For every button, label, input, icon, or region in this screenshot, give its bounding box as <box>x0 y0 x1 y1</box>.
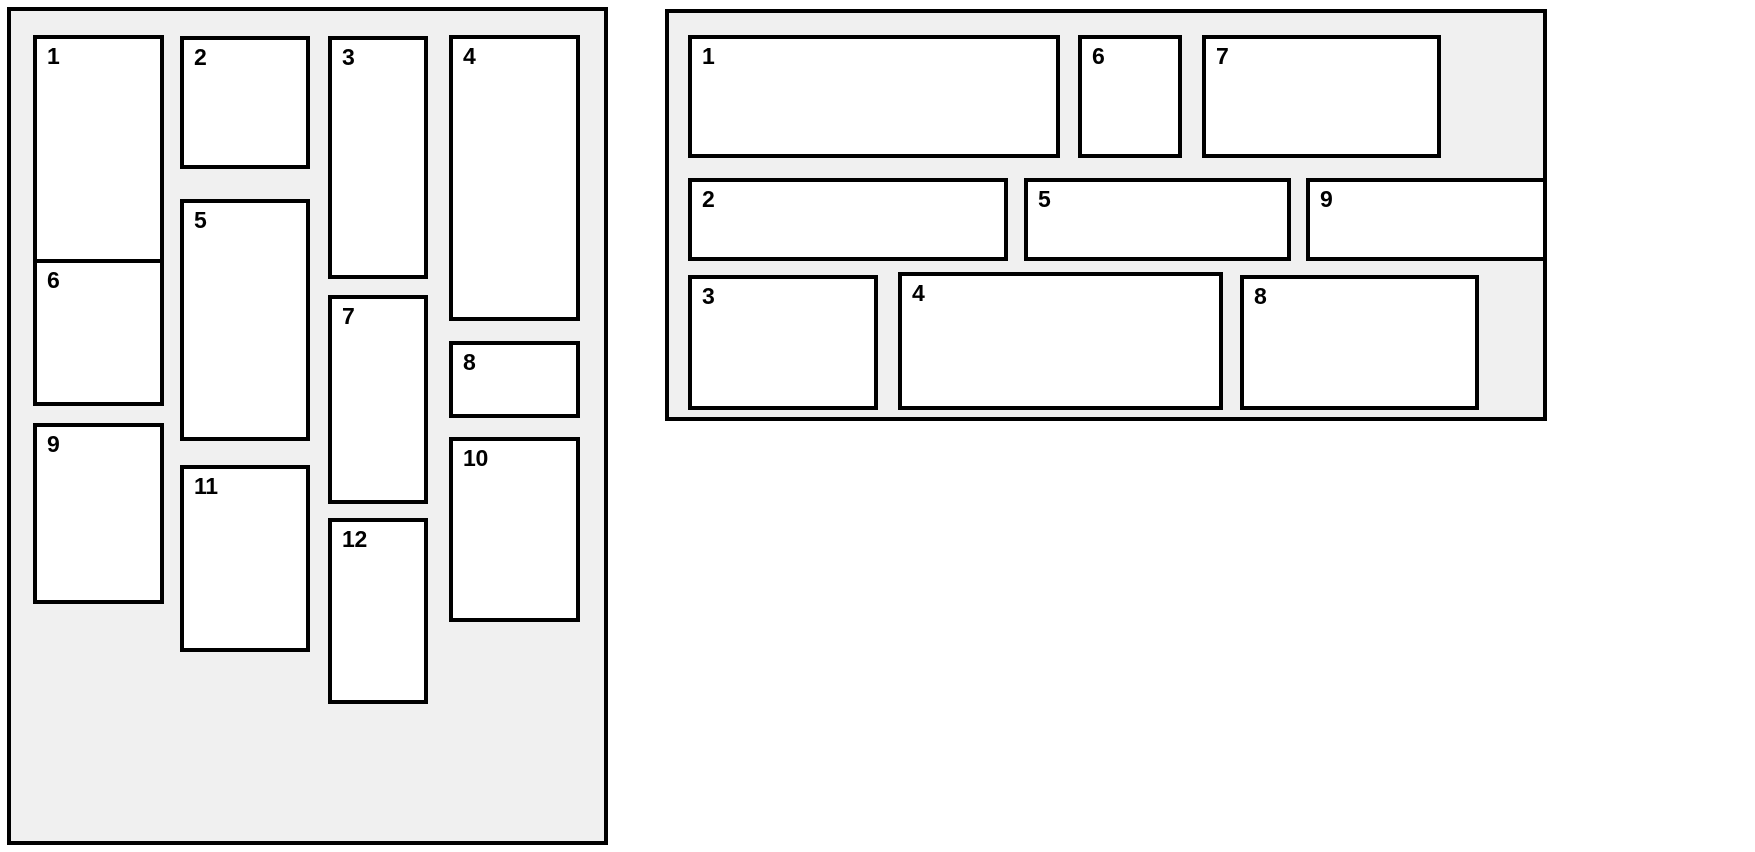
layout-box-label: 1 <box>702 43 715 69</box>
layout-box-label: 1 <box>47 43 60 69</box>
layout-box-label: 12 <box>342 526 367 552</box>
layout-box-1[interactable]: 1 <box>33 35 164 264</box>
layout-box-label: 7 <box>342 303 355 329</box>
layout-box-label: 3 <box>342 44 355 70</box>
layout-box-label: 5 <box>194 207 207 233</box>
layout-box-4[interactable]: 4 <box>449 35 580 321</box>
layout-box-9[interactable]: 9 <box>33 423 164 604</box>
layout-box-label: 4 <box>463 43 476 69</box>
layout-box-12[interactable]: 12 <box>328 518 428 704</box>
layout-box-6[interactable]: 6 <box>1078 35 1182 158</box>
layout-box-10[interactable]: 10 <box>449 437 580 622</box>
layout-box-label: 8 <box>1254 283 1267 309</box>
layout-box-7[interactable]: 7 <box>1202 35 1441 158</box>
right-panel-container: 1 6 7 2 5 9 3 4 8 <box>665 9 1547 421</box>
layout-box-label: 9 <box>47 431 60 457</box>
layout-box-3[interactable]: 3 <box>688 275 878 410</box>
layout-box-1[interactable]: 1 <box>688 35 1060 158</box>
layout-box-5[interactable]: 5 <box>180 199 310 441</box>
layout-box-2[interactable]: 2 <box>180 36 310 169</box>
layout-box-9[interactable]: 9 <box>1306 178 1547 261</box>
layout-box-label: 5 <box>1038 186 1051 212</box>
layout-box-label: 9 <box>1320 186 1333 212</box>
layout-box-11[interactable]: 11 <box>180 465 310 652</box>
layout-box-label: 7 <box>1216 43 1229 69</box>
layout-box-6[interactable]: 6 <box>33 259 164 406</box>
layout-box-label: 2 <box>194 44 207 70</box>
layout-box-5[interactable]: 5 <box>1024 178 1291 261</box>
layout-box-label: 2 <box>702 186 715 212</box>
layout-box-label: 3 <box>702 283 715 309</box>
layout-box-label: 4 <box>912 280 925 306</box>
layout-box-label: 6 <box>47 267 60 293</box>
layout-box-label: 11 <box>194 473 218 499</box>
layout-box-3[interactable]: 3 <box>328 36 428 279</box>
layout-box-2[interactable]: 2 <box>688 178 1008 261</box>
layout-box-label: 10 <box>463 445 488 471</box>
layout-box-label: 8 <box>463 349 476 375</box>
layout-box-8[interactable]: 8 <box>1240 275 1479 410</box>
layout-box-label: 6 <box>1092 43 1105 69</box>
layout-box-7[interactable]: 7 <box>328 295 428 504</box>
layout-box-8[interactable]: 8 <box>449 341 580 418</box>
layout-box-4[interactable]: 4 <box>898 272 1223 410</box>
